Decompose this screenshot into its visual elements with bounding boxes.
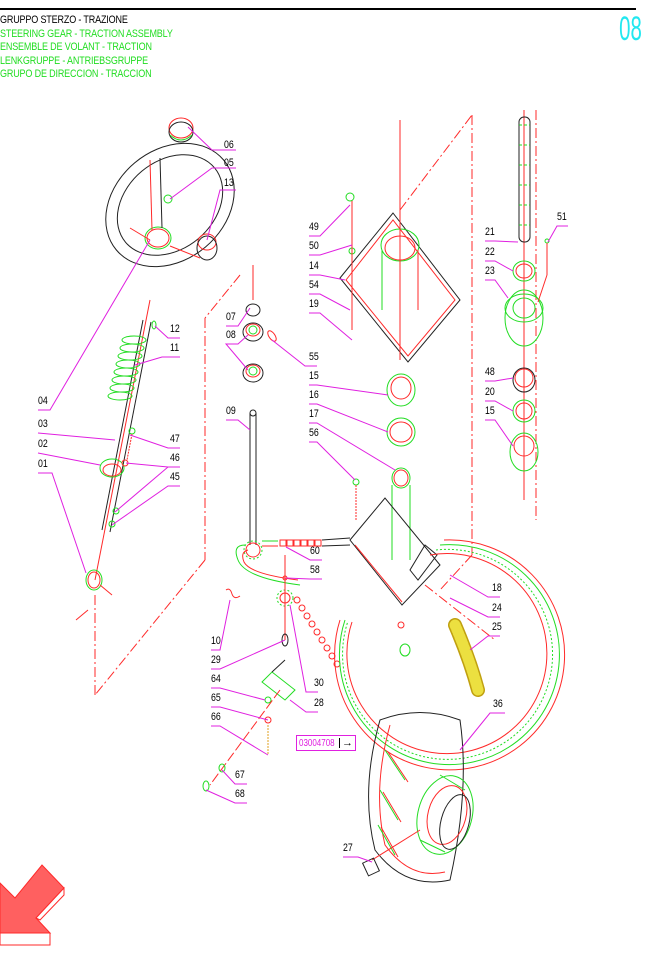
steering-column xyxy=(75,299,157,621)
callout-label: 10 xyxy=(211,635,221,647)
callout-label: 66 xyxy=(211,711,221,723)
reference-code: 03004708 xyxy=(299,737,335,749)
callout-label: 15 xyxy=(485,405,495,417)
shaft-09 xyxy=(242,265,277,560)
title-german: LENKGRUPPE - ANTRIEBSGRUPPE xyxy=(0,54,148,67)
drive-wheel-36 xyxy=(361,712,474,883)
right-shaft-stack xyxy=(504,110,550,500)
callout-label: 20 xyxy=(485,386,495,398)
callout-label: 02 xyxy=(38,438,48,450)
phantom-lines xyxy=(94,110,537,696)
callout-label: 12 xyxy=(170,323,180,335)
callout-label: 16 xyxy=(309,389,319,401)
callout-label: 08 xyxy=(226,329,236,341)
title-english: STEERING GEAR - TRACTION ASSEMBLY xyxy=(0,27,173,40)
callout-label: 51 xyxy=(557,211,567,223)
callout-label: 17 xyxy=(309,408,319,420)
leader-lines xyxy=(37,126,568,863)
callout-label: 22 xyxy=(485,246,495,258)
worm-screw-25 xyxy=(448,618,485,697)
steering-wheel xyxy=(105,117,235,268)
callout-label: 24 xyxy=(492,602,502,614)
arrow-right-icon: → xyxy=(342,737,353,749)
callout-label: 25 xyxy=(492,621,502,633)
callout-label: 45 xyxy=(170,471,180,483)
chain xyxy=(225,537,351,668)
callout-label: 23 xyxy=(485,265,495,277)
callout-label: 19 xyxy=(309,298,319,310)
callout-label: 11 xyxy=(170,342,180,354)
callout-label: 01 xyxy=(38,458,48,470)
callout-label: 68 xyxy=(235,788,245,800)
callout-label: 46 xyxy=(170,452,180,464)
title-block: GRUPPO STERZO - TRAZIONE STEERING GEAR -… xyxy=(0,14,211,82)
callout-label: 15 xyxy=(309,370,319,382)
callout-label: 14 xyxy=(309,260,319,272)
callout-label: 28 xyxy=(314,697,324,709)
page-number: 08 xyxy=(619,10,642,48)
ring-gear xyxy=(334,539,566,771)
callout-label: 27 xyxy=(343,842,353,854)
callout-label: 49 xyxy=(309,221,319,233)
callout-label: 58 xyxy=(310,564,320,576)
callout-label: 56 xyxy=(309,427,319,439)
callout-label: 04 xyxy=(38,395,48,407)
callout-label: 18 xyxy=(492,582,502,594)
callout-label: 30 xyxy=(314,677,324,689)
callout-label: 55 xyxy=(309,351,319,363)
lever-bracket xyxy=(202,659,296,792)
callout-label: 07 xyxy=(226,311,236,323)
callout-label: 50 xyxy=(309,240,319,252)
callout-label: 60 xyxy=(310,545,320,557)
mount-plate-14 xyxy=(339,120,461,363)
callout-label: 05 xyxy=(224,157,234,169)
callout-label: 67 xyxy=(235,769,245,781)
title-italian: GRUPPO STERZO - TRAZIONE xyxy=(0,14,128,26)
bearing-stack xyxy=(352,373,416,560)
title-spanish: GRUPO DE DIRECCION - TRACCION xyxy=(0,68,152,81)
gearbox-plate xyxy=(349,497,441,606)
callout-label: 48 xyxy=(485,366,495,378)
callout-label: 21 xyxy=(485,226,495,238)
callout-label: 13 xyxy=(224,177,234,189)
reference-code-box[interactable]: 03004708 → xyxy=(296,735,356,751)
callout-label: 29 xyxy=(211,654,221,666)
direction-arrow-icon xyxy=(0,864,65,946)
callout-label: 06 xyxy=(224,139,234,151)
callout-label: 54 xyxy=(309,279,319,291)
separator xyxy=(339,738,340,748)
callout-label: 65 xyxy=(211,692,221,704)
header-rule xyxy=(0,8,636,10)
callout-label: 64 xyxy=(211,673,221,685)
callout-label: 47 xyxy=(170,433,180,445)
callout-label: 09 xyxy=(226,405,236,417)
callout-label: 03 xyxy=(38,418,48,430)
callout-label: 36 xyxy=(493,698,503,710)
title-french: ENSEMBLE DE VOLANT - TRACTION xyxy=(0,41,152,54)
